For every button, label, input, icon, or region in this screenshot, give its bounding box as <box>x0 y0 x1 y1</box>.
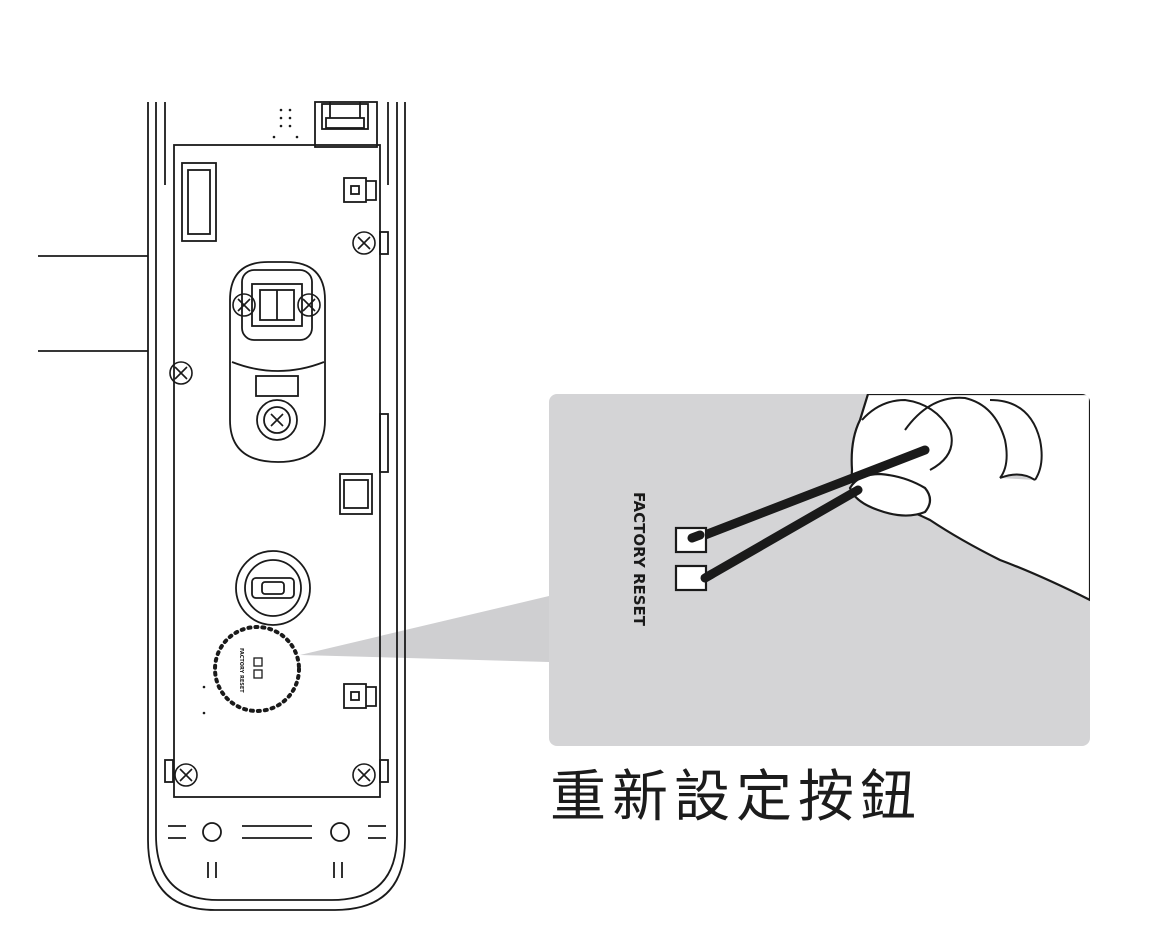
factory-reset-button-small <box>253 657 263 679</box>
factory-reset-button <box>674 526 708 592</box>
phillips-screw-icon <box>297 293 321 317</box>
phillips-screw-icon <box>352 763 376 787</box>
phillips-screw-icon <box>232 293 256 317</box>
phillips-screw-icon <box>174 763 198 787</box>
tweezers-icon <box>687 445 930 583</box>
zoom-beam <box>300 596 549 662</box>
lock-panel <box>38 101 406 911</box>
board-dots <box>202 108 299 715</box>
small-factory-reset-label: FACTORY RESET <box>238 648 244 693</box>
phillips-screw-icon <box>169 361 193 385</box>
reset-button-caption: 重新設定按鈕 <box>550 765 922 830</box>
factory-reset-label: FACTORY RESET <box>630 492 648 627</box>
phillips-screw-icon <box>270 413 284 427</box>
factory-reset-highlight-circle <box>213 625 301 713</box>
hand-icon <box>848 394 1090 602</box>
phillips-screw-icon <box>352 231 376 255</box>
tweezers-tips <box>687 530 717 583</box>
